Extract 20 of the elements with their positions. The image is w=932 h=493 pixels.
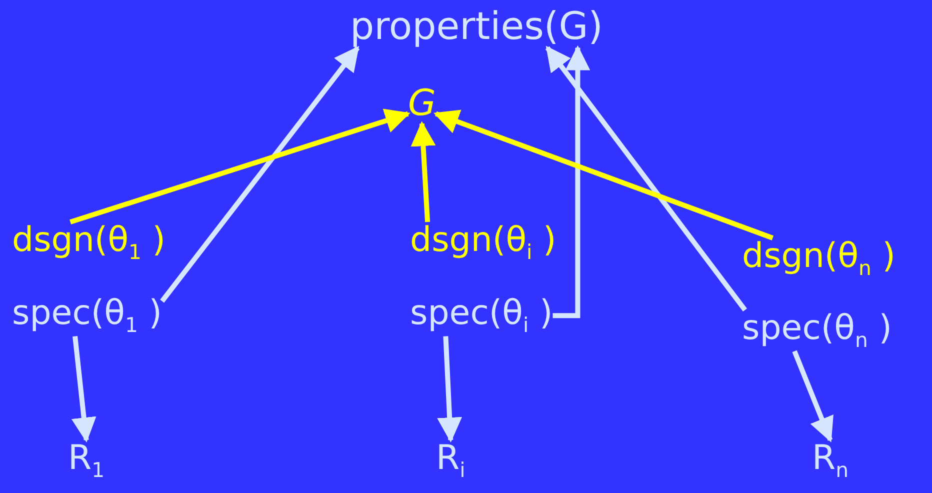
formula-label: dsgn(θ$_{n}$ ) [742, 238, 896, 280]
formula-label: properties(G) [350, 6, 604, 48]
arrow [434, 110, 774, 240]
arrow [410, 121, 436, 222]
formula-label: spec(θ$_{n}$ ) [742, 310, 892, 352]
formula-label: R$_{n}$ [812, 440, 849, 482]
formula-label: G [408, 84, 436, 124]
formula-label: dsgn(θ$_{i}$ ) [410, 222, 556, 264]
arrow [545, 46, 747, 312]
formula-label: R$_{i}$ [436, 440, 466, 482]
arrow [437, 336, 462, 442]
formula-label: dsgn(θ$_{1}$ ) [12, 222, 166, 264]
formula-label: R$_{1}$ [68, 440, 105, 482]
arrow [70, 108, 410, 224]
arrow [792, 350, 834, 442]
arrow [71, 336, 96, 442]
arrow [160, 46, 360, 303]
arrow [552, 45, 590, 318]
formula-label: spec(θ$_{1}$ ) [12, 295, 162, 336]
formula-label: spec(θ$_{i}$ ) [410, 295, 553, 336]
